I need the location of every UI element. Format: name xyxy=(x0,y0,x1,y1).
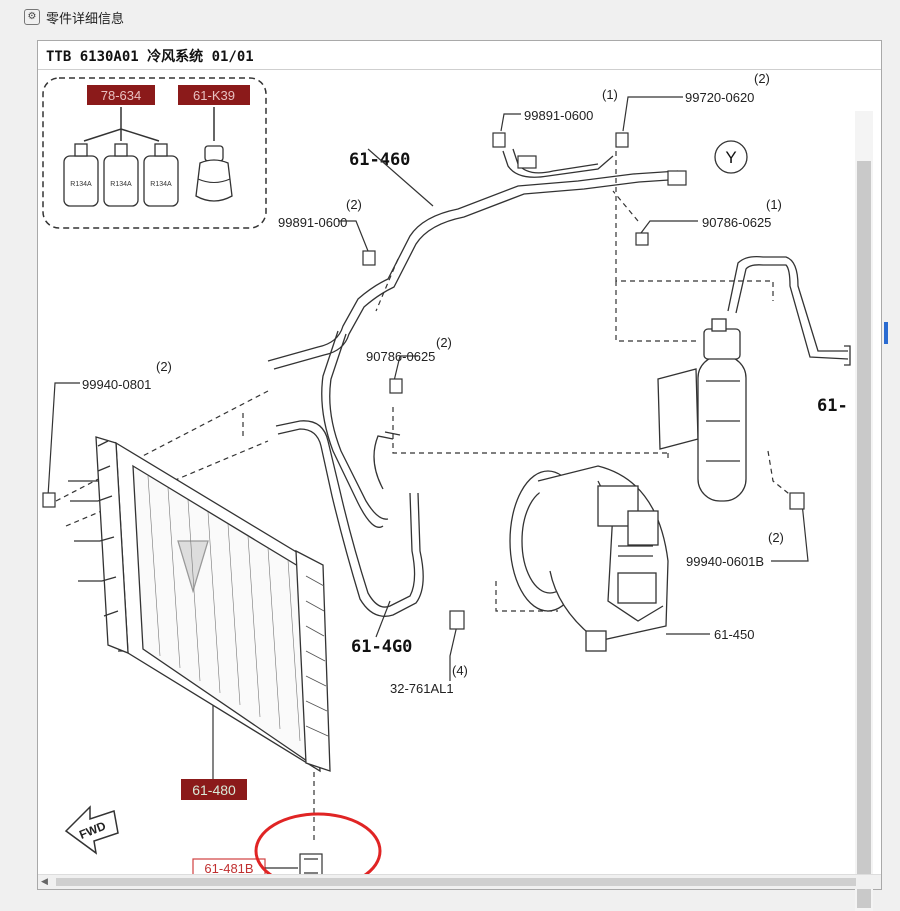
gear-icon: ⚙ xyxy=(24,9,40,25)
callout-qty: (2) xyxy=(156,359,172,374)
callout-qty: (2) xyxy=(754,71,770,86)
callout-qty: (1) xyxy=(602,87,618,102)
callout-part-number[interactable]: 99940-0801 xyxy=(82,377,151,392)
callout-part-number[interactable]: 99891-0600 xyxy=(278,215,347,230)
callout-part-number[interactable]: 99891-0600 xyxy=(524,108,593,123)
svg-text:Y: Y xyxy=(725,148,736,167)
scroll-left-arrow-icon[interactable]: ◀ xyxy=(41,877,48,887)
condenser[interactable] xyxy=(68,436,331,773)
kit-box: 78-634 61-K39 R134A R134A R134A xyxy=(42,77,267,229)
horizontal-scrollbar[interactable]: ◀ xyxy=(38,874,881,889)
svg-text:R134A: R134A xyxy=(70,181,92,188)
window-edge-indicator xyxy=(884,322,888,344)
condenser-label-bg[interactable] xyxy=(181,779,247,800)
compressor[interactable] xyxy=(509,465,669,652)
callout-qty: (2) xyxy=(436,335,452,350)
part-label-lower-hose[interactable]: 61-4G0 xyxy=(351,637,412,657)
service-cap xyxy=(195,145,233,202)
callout-qty: (1) xyxy=(766,197,782,212)
diagram-title: TTB 6130A01 冷风系统 01/01 xyxy=(46,49,254,65)
title-bar: ⚙ 零件详细信息 xyxy=(0,0,900,34)
diagram-header: TTB 6130A01 冷风系统 01/01 xyxy=(38,41,881,70)
callout-qty: (4) xyxy=(452,663,468,678)
cap-label-bg[interactable] xyxy=(178,85,250,105)
callout-part-number[interactable]: 99720-0620 xyxy=(685,90,754,105)
vertical-scroll-thumb[interactable] xyxy=(857,161,871,908)
oil-bottle: R134A xyxy=(63,143,99,207)
cap-label[interactable]: 61-K39 xyxy=(193,88,235,103)
callout-qty: (2) xyxy=(346,197,362,212)
view-marker[interactable]: Y xyxy=(714,140,748,174)
oil-kit-label-bg[interactable] xyxy=(87,85,155,105)
bracket-part[interactable] xyxy=(299,853,323,881)
condenser-label[interactable]: 61-480 xyxy=(192,782,236,798)
receiver-drier[interactable] xyxy=(657,318,747,502)
callout-qty: (2) xyxy=(768,530,784,545)
oil-bottle: R134A xyxy=(143,143,179,207)
callout-part-number[interactable]: 99940-0601B xyxy=(686,554,764,569)
vertical-scrollbar[interactable] xyxy=(855,111,873,911)
part-label-right-cut[interactable]: 61- xyxy=(817,396,848,416)
callout-part-number[interactable]: 90786-0625 xyxy=(702,215,771,230)
fwd-arrow-icon: FWD xyxy=(64,805,119,855)
parts-detail-panel: TTB 6130A01 冷风系统 01/01 78-634 61-K39 R13… xyxy=(37,40,882,911)
svg-text:R134A: R134A xyxy=(110,181,132,188)
oil-bottle: R134A xyxy=(103,143,139,207)
horizontal-scroll-thumb[interactable] xyxy=(56,878,856,886)
parts-diagram: 78-634 61-K39 R134A R134A R134A xyxy=(42,71,851,889)
callout-part-number[interactable]: 61-450 xyxy=(714,627,754,642)
svg-text:R134A: R134A xyxy=(150,181,172,188)
window-title: 零件详细信息 xyxy=(46,11,125,26)
oil-kit-label[interactable]: 78-634 xyxy=(101,88,141,103)
bracket-label[interactable]: 61-481B xyxy=(204,861,253,876)
callout-part-number[interactable]: 32-761AL1 xyxy=(390,681,454,696)
